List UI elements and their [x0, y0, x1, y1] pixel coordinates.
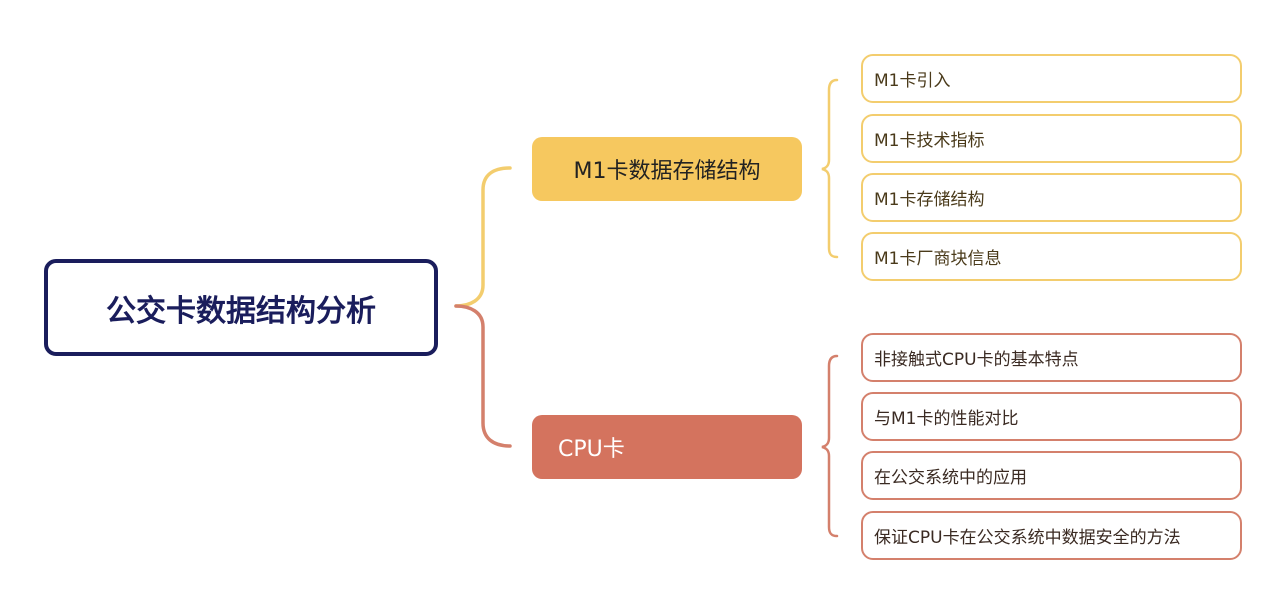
branch-label: M1卡数据存储结构 — [573, 159, 761, 184]
branch-cpu-card[interactable]: CPU卡 — [532, 415, 802, 479]
root-label: 公交卡数据结构分析 — [106, 293, 376, 329]
branch-label: CPU卡 — [558, 437, 625, 462]
leaf-cpu-features[interactable]: 非接触式CPU卡的基本特点 — [861, 333, 1242, 382]
leaf-cpu-comparison[interactable]: 与M1卡的性能对比 — [861, 392, 1242, 441]
connector-root-m1 — [454, 166, 512, 308]
root-node[interactable]: 公交卡数据结构分析 — [44, 259, 438, 356]
leaf-label: M1卡存储结构 — [874, 190, 985, 210]
leaf-cpu-application[interactable]: 在公交系统中的应用 — [861, 451, 1242, 500]
leaf-label: 保证CPU卡在公交系统中数据安全的方法 — [874, 528, 1181, 548]
leaf-label: 在公交系统中的应用 — [874, 468, 1027, 488]
connector-root-cpu — [454, 304, 512, 448]
leaf-label: M1卡技术指标 — [874, 131, 985, 151]
leaf-m1-storage-structure[interactable]: M1卡存储结构 — [861, 173, 1242, 222]
branch-m1-storage[interactable]: M1卡数据存储结构 — [532, 137, 802, 201]
leaf-label: 与M1卡的性能对比 — [874, 409, 1019, 429]
leaf-label: M1卡引入 — [874, 71, 951, 91]
brace-cpu — [821, 354, 839, 538]
leaf-label: M1卡厂商块信息 — [874, 249, 1002, 269]
brace-m1 — [821, 78, 839, 259]
leaf-m1-intro[interactable]: M1卡引入 — [861, 54, 1242, 103]
leaf-m1-vendor-block[interactable]: M1卡厂商块信息 — [861, 232, 1242, 281]
leaf-cpu-security[interactable]: 保证CPU卡在公交系统中数据安全的方法 — [861, 511, 1242, 560]
leaf-label: 非接触式CPU卡的基本特点 — [874, 350, 1079, 370]
leaf-m1-tech-specs[interactable]: M1卡技术指标 — [861, 114, 1242, 163]
